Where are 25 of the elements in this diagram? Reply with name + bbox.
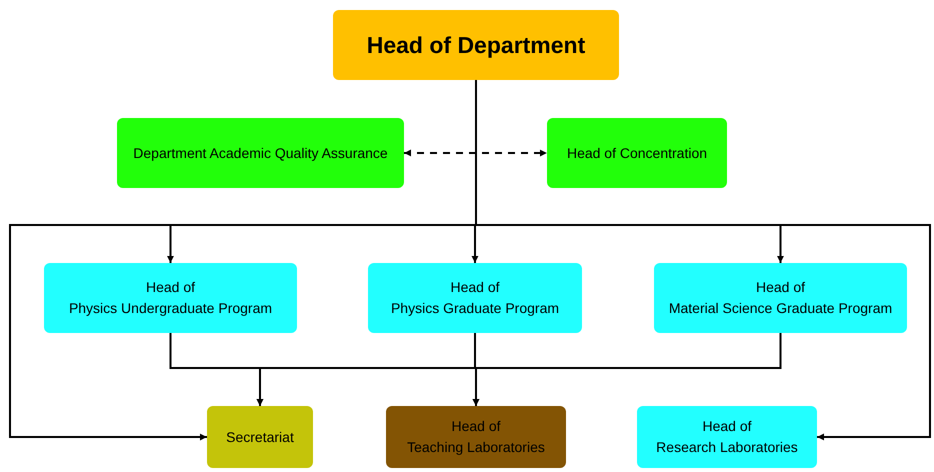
role-title: Secretariat <box>226 428 294 446</box>
org-box <box>637 406 817 468</box>
role-title: Research Laboratories <box>656 438 798 457</box>
org-box <box>547 118 727 188</box>
org-box <box>44 263 297 333</box>
org-box <box>207 406 313 468</box>
role-title: Department Academic Quality Assurance <box>133 144 388 163</box>
connector-arrow <box>471 333 782 406</box>
role-title: Head of <box>451 417 501 436</box>
role-title: Head of <box>702 417 752 436</box>
role-title: Physics Graduate Program <box>390 299 560 318</box>
role-title: Head of <box>146 278 196 297</box>
org-box <box>386 406 566 468</box>
role-title: Head of Concentration <box>566 144 708 162</box>
role-title: Physics Undergraduate Program <box>68 299 272 318</box>
role-title: Material Science Graduate Program <box>668 299 892 318</box>
role-title: Head of <box>450 278 500 297</box>
role-title: Head of <box>756 278 806 297</box>
org-box <box>368 263 582 333</box>
dashed-arrow <box>404 148 547 158</box>
role-title: Head of Department <box>366 30 586 60</box>
org-box <box>117 118 404 188</box>
org-box <box>654 263 907 333</box>
role-title: Teaching Laboratories <box>407 438 545 457</box>
org-box <box>333 10 619 80</box>
